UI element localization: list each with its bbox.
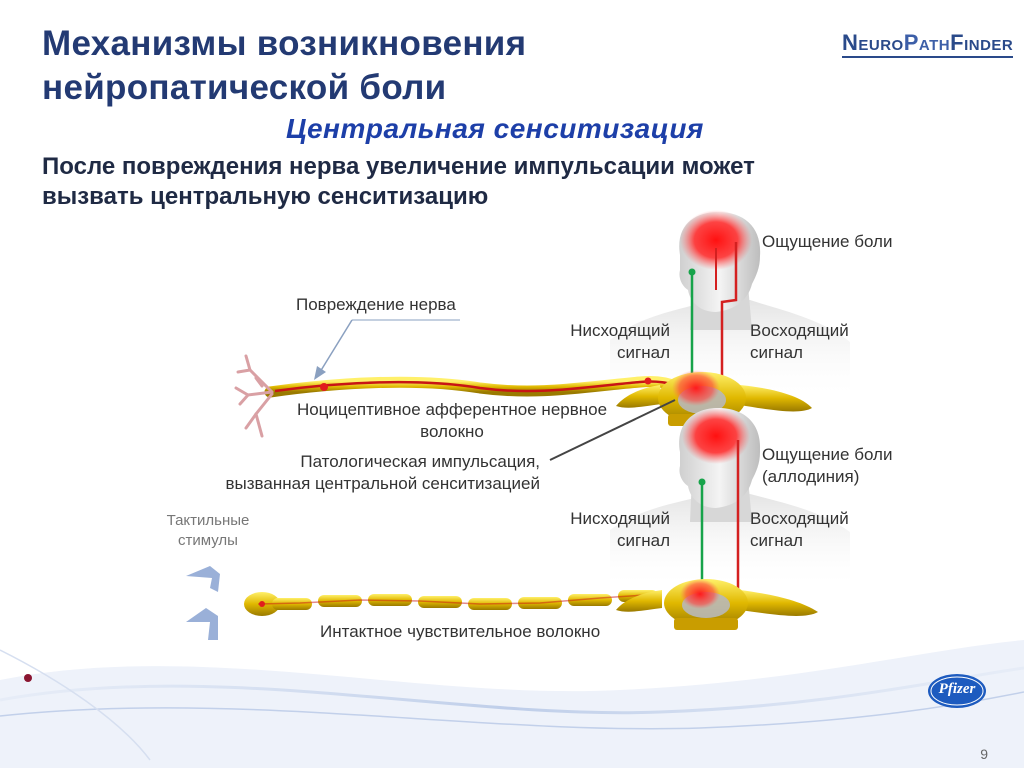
descending-top-line-2: сигнал <box>546 342 670 364</box>
pathological-line-1: Патологическая импульсация, <box>168 451 540 473</box>
tactile-line-1: Тактильные <box>150 511 266 531</box>
intact-fiber-label: Интактное чувствительное волокно <box>320 621 600 643</box>
top-signal-dot <box>645 378 652 385</box>
top-descending-dot <box>689 269 696 276</box>
bottom-cord-glow <box>680 579 720 609</box>
descending-signal-label-top: Нисходящий сигнал <box>546 320 670 364</box>
descending-bottom-line-1: Нисходящий <box>546 508 670 530</box>
nociceptive-fiber-label: Ноцицептивное афферентное нервное волокн… <box>268 399 636 443</box>
pain-sensation-label-bottom: Ощущение боли (аллодиния) <box>762 444 892 488</box>
ascending-top-line-1: Восходящий <box>750 320 849 342</box>
ascending-top-line-2: сигнал <box>750 342 849 364</box>
damage-pointer <box>320 320 352 372</box>
ascending-bottom-line-1: Восходящий <box>750 508 849 530</box>
bottom-spinal-wing-right <box>740 590 818 616</box>
top-damage-dot <box>320 383 328 391</box>
pain-bottom-line-2: (аллодиния) <box>762 466 892 488</box>
descending-bottom-line-2: сигнал <box>546 530 670 552</box>
bottom-brain-glow <box>682 408 750 464</box>
bottom-descending-dot <box>699 479 706 486</box>
bottom-cord-base <box>674 618 738 630</box>
pathological-label: Патологическая импульсация, вызванная це… <box>168 451 540 495</box>
damage-arrowhead <box>314 366 326 380</box>
descending-top-line-1: Нисходящий <box>546 320 670 342</box>
tactile-stimuli-label: Тактильные стимулы <box>150 511 266 551</box>
ascending-bottom-line-2: сигнал <box>750 530 849 552</box>
fiber-line-2: волокно <box>268 421 636 443</box>
page-number: 9 <box>980 746 988 762</box>
nerve-damage-label: Повреждение нерва <box>296 294 456 316</box>
top-cord-glow <box>672 370 720 406</box>
ascending-signal-label-top: Восходящий сигнал <box>750 320 849 364</box>
pain-sensation-label-top: Ощущение боли <box>762 231 892 253</box>
pfizer-logo-text: Pfizer <box>926 681 988 698</box>
fiber-line-1: Ноцицептивное афферентное нервное <box>268 399 636 421</box>
tactile-chevrons <box>186 566 220 640</box>
tactile-line-2: стимулы <box>150 531 266 551</box>
ascending-signal-label-bottom: Восходящий сигнал <box>750 508 849 552</box>
pathological-line-2: вызванная центральной сенситизацией <box>168 473 540 495</box>
descending-signal-label-bottom: Нисходящий сигнал <box>546 508 670 552</box>
bottom-signal-dot <box>259 601 265 607</box>
pain-bottom-line-1: Ощущение боли <box>762 444 892 466</box>
